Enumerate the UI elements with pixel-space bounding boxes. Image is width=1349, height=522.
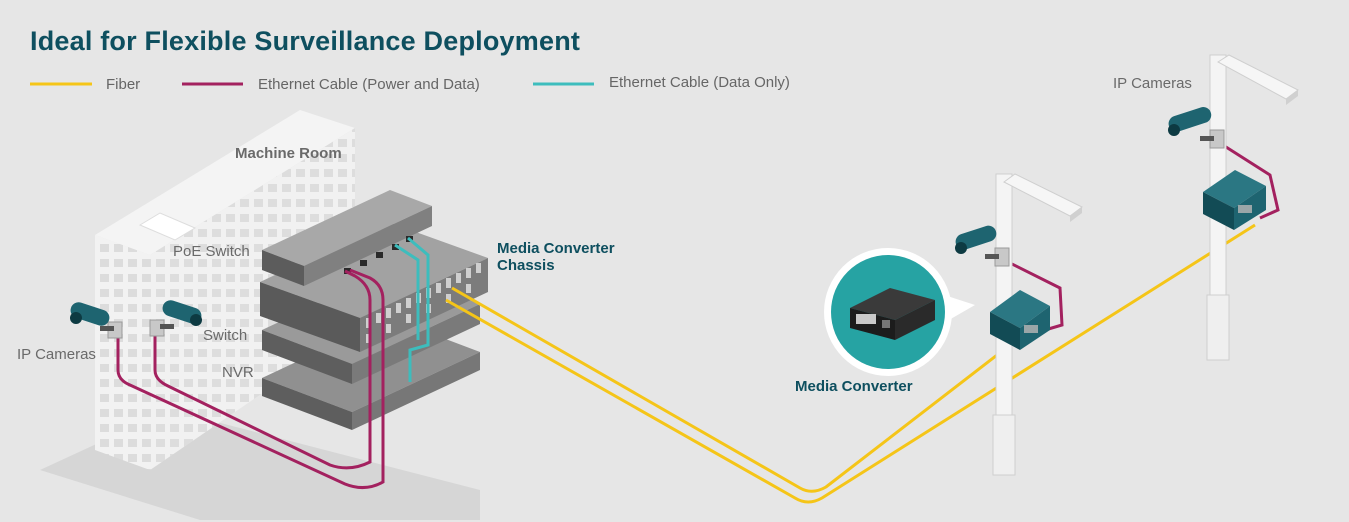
chassis-label-line2: Chassis <box>497 257 555 274</box>
legend-label-data: Ethernet Cable (Data Only) <box>609 74 790 91</box>
legend-label-poe: Ethernet Cable (Power and Data) <box>258 76 480 93</box>
media-converter-device-icon <box>850 288 935 340</box>
legend-label-fiber: Fiber <box>106 76 141 93</box>
cctv-camera-icon <box>955 225 1010 267</box>
machine-room-label: Machine Room <box>235 145 342 162</box>
building-icon <box>40 110 480 520</box>
nvr-label: NVR <box>222 364 254 381</box>
cctv-camera-icon <box>149 300 202 337</box>
page-title: Ideal for Flexible Surveillance Deployme… <box>30 26 581 56</box>
cctv-camera-icon <box>1168 107 1225 149</box>
media-converter-callout <box>824 248 975 376</box>
ip-cameras-left-label: IP Cameras <box>17 346 96 363</box>
switch-label: Switch <box>203 327 248 344</box>
poe-switch-device <box>262 190 432 286</box>
media-converter-label: Media Converter <box>795 378 913 395</box>
poe-switch-label: PoE Switch <box>173 243 250 260</box>
data-ethernet-cables <box>394 236 430 382</box>
media-converter-box-icon <box>990 290 1050 350</box>
media-converter-chassis-device <box>260 222 488 352</box>
media-converter-box-icon <box>1203 170 1266 230</box>
fiber-cables <box>445 223 1256 504</box>
ip-cameras-right-label: IP Cameras <box>1113 75 1192 92</box>
poe-ethernet-cables <box>116 138 1280 489</box>
chassis-label-line1: Media Converter <box>497 240 615 257</box>
cctv-camera-icon <box>70 302 123 339</box>
